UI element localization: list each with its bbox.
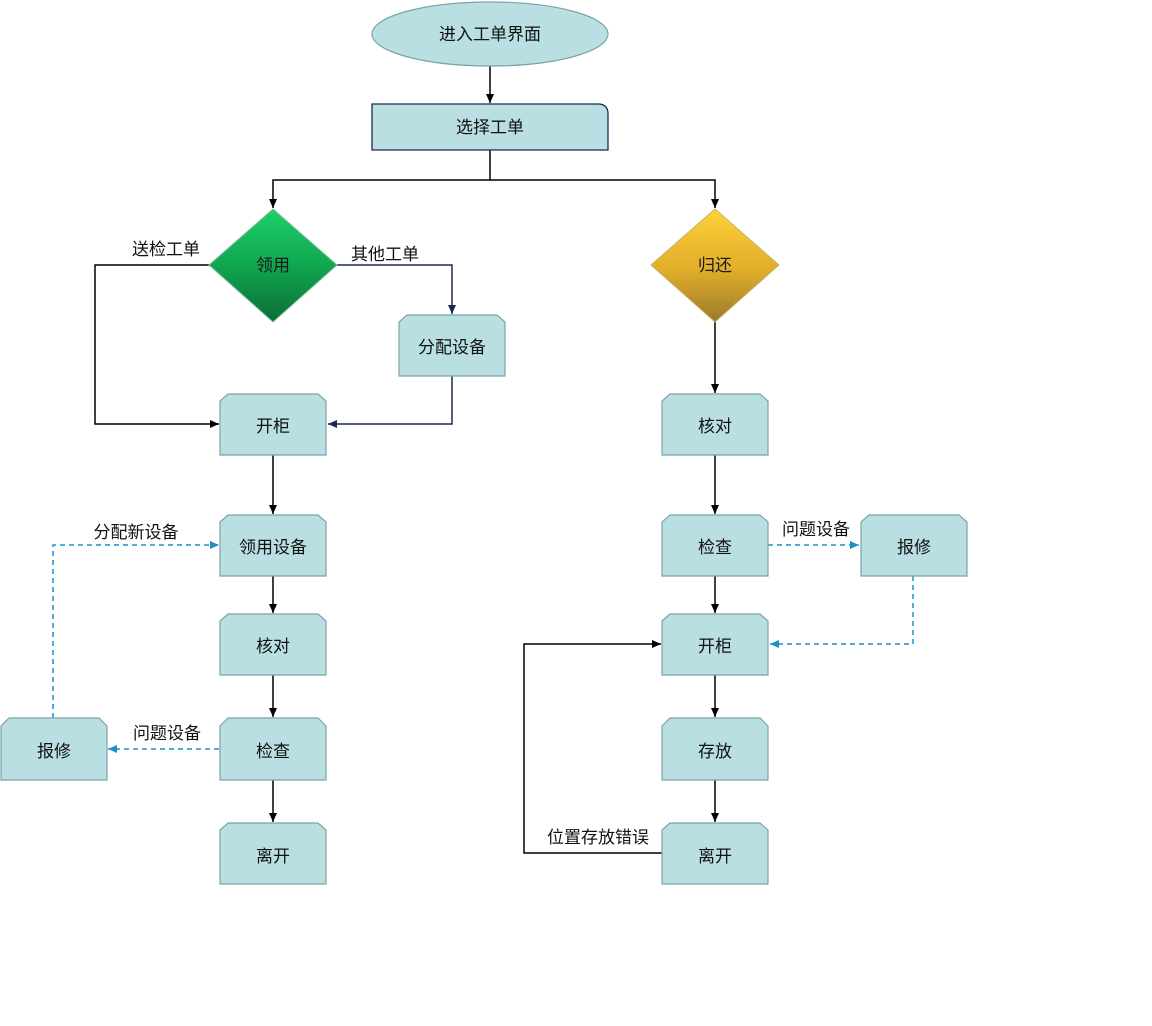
node-return-decision: 归还	[650, 208, 780, 323]
node-left-take-device: 领用设备	[219, 514, 327, 577]
node-left-check: 检查	[219, 717, 327, 781]
node-left-leave: 离开	[219, 822, 327, 885]
node-left-check-label: 检查	[256, 742, 290, 762]
edges	[52, 66, 914, 854]
edge-select-to-borrow	[269, 150, 491, 208]
label-wrong-place: 位置存放错误	[547, 828, 649, 848]
node-left-take-device-label: 领用设备	[239, 538, 307, 558]
edge-assign-to-open	[328, 376, 453, 428]
node-left-verify-label: 核对	[256, 637, 290, 657]
node-right-verify: 核对	[661, 393, 769, 456]
node-right-check-label: 检查	[698, 538, 732, 558]
label-left-problem-device: 问题设备	[133, 724, 201, 744]
node-right-store-label: 存放	[698, 742, 732, 762]
edge-r-leave-to-open	[523, 640, 662, 854]
node-select-order-label: 选择工单	[456, 118, 524, 138]
node-select-order: 选择工单	[371, 103, 609, 151]
node-left-open-cabinet: 开柜	[219, 393, 327, 456]
node-assign-device: 分配设备	[398, 314, 506, 377]
node-right-open-cabinet: 开柜	[661, 613, 769, 676]
node-left-verify: 核对	[219, 613, 327, 676]
node-right-leave-label: 离开	[698, 847, 732, 867]
edge-borrow-to-open	[94, 264, 219, 428]
node-right-store: 存放	[661, 717, 769, 781]
edge-l-repair-to-take	[52, 541, 219, 718]
node-borrow-decision: 领用	[208, 208, 338, 323]
node-left-open-cabinet-label: 开柜	[256, 417, 290, 437]
label-other-order: 其他工单	[351, 245, 419, 265]
edge-select-to-return	[490, 179, 719, 208]
edge-r-repair-to-open	[770, 576, 914, 648]
node-right-repair: 报修	[860, 514, 968, 577]
node-left-repair: 报修	[0, 717, 108, 781]
node-borrow-label: 领用	[256, 256, 290, 276]
node-right-leave: 离开	[661, 822, 769, 885]
node-left-leave-label: 离开	[256, 847, 290, 867]
node-right-check: 检查	[661, 514, 769, 577]
node-start: 进入工单界面	[371, 1, 609, 67]
label-inspection-order: 送检工单	[132, 240, 200, 260]
label-right-problem-device: 问题设备	[782, 520, 850, 540]
edge-labels: 送检工单 其他工单 分配新设备 问题设备 问题设备 位置存放错误	[94, 240, 851, 848]
node-right-verify-label: 核对	[698, 417, 732, 437]
node-assign-device-label: 分配设备	[418, 338, 486, 358]
node-right-open-cabinet-label: 开柜	[698, 637, 732, 657]
node-right-repair-label: 报修	[897, 538, 931, 558]
label-assign-new: 分配新设备	[94, 523, 179, 543]
node-start-label: 进入工单界面	[439, 25, 541, 45]
node-left-repair-label: 报修	[37, 742, 71, 762]
edge-borrow-to-assign	[337, 264, 456, 314]
node-return-label: 归还	[698, 256, 732, 276]
